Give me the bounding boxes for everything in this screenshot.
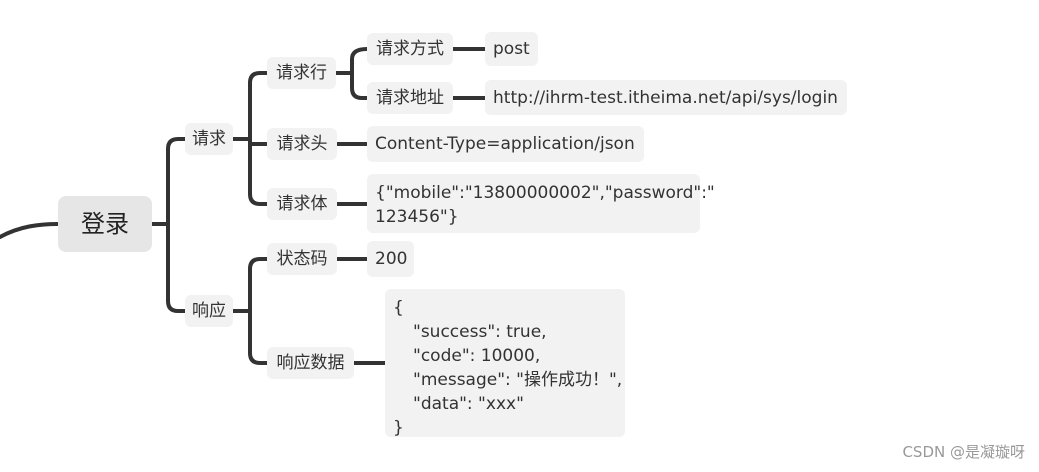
request-body-line-2: 123456"} xyxy=(375,207,459,227)
response-node[interactable]: 响应 xyxy=(185,295,233,327)
json-line: } xyxy=(393,418,404,438)
request-headers-node[interactable]: 请求头 xyxy=(267,128,337,160)
status-code-node[interactable]: 状态码 xyxy=(267,243,337,275)
request-url-value[interactable]: http://ihrm-test.itheima.net/api/sys/log… xyxy=(485,80,847,115)
request-branch-connector xyxy=(231,71,269,206)
request-method-value[interactable]: post xyxy=(485,32,538,66)
json-line: { xyxy=(393,298,404,318)
json-line: "code": 10000, xyxy=(413,346,541,366)
request-headers-value[interactable]: Content-Type=application/json xyxy=(367,126,644,162)
response-data-node[interactable]: 响应数据 xyxy=(267,347,354,379)
status-code-value[interactable]: 200 xyxy=(367,241,414,277)
request-url-node[interactable]: 请求地址 xyxy=(367,82,453,114)
request-body-line-1: {"mobile":"13800000002","password":" xyxy=(375,183,715,203)
response-branch-connector xyxy=(231,257,269,365)
json-line: "data": "xxx" xyxy=(413,394,524,414)
request-method-node[interactable]: 请求方式 xyxy=(367,33,453,65)
json-line: "message": "操作成功！", xyxy=(413,370,623,390)
root-incoming-connector xyxy=(0,222,60,239)
json-line: "success": true, xyxy=(413,322,547,342)
request-node[interactable]: 请求 xyxy=(185,123,233,155)
root-branch-connector xyxy=(150,137,187,313)
request-line-node[interactable]: 请求行 xyxy=(267,57,336,89)
request-body-node[interactable]: 请求体 xyxy=(267,188,337,220)
response-data-value[interactable]: { "success": true, "code": 10000, "messa… xyxy=(385,289,625,438)
request-line-branch-connector xyxy=(334,47,369,100)
watermark: CSDN @是凝璇呀 xyxy=(902,443,1025,461)
request-body-value[interactable]: {"mobile":"13800000002","password":" 123… xyxy=(367,174,715,233)
root-node[interactable]: 登录 xyxy=(58,196,152,252)
